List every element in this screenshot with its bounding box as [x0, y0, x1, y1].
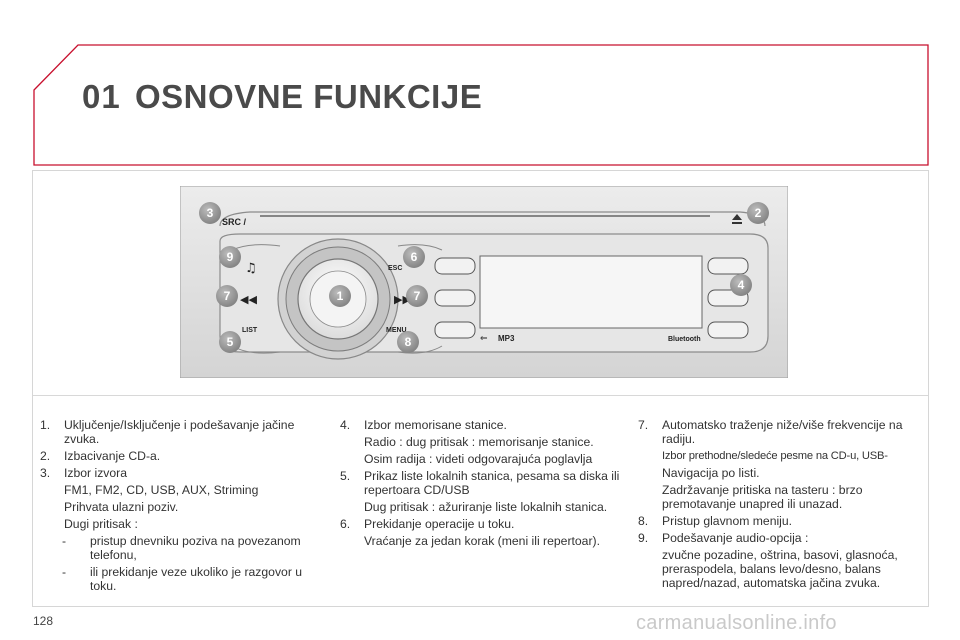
radio-illustration: SRC / ♫ ESC ◀◀ ▶▶ LIST MENU ⇐ MP3 Blueto… — [180, 186, 788, 378]
callout-8: 8 — [397, 331, 419, 353]
display-screen — [479, 255, 703, 329]
legend-sub-text: Radio : dug pritisak : memorisanje stani… — [364, 435, 594, 449]
svg-text:7: 7 — [224, 289, 231, 303]
eject-icon[interactable] — [732, 214, 742, 224]
callout-7-left: 7 — [216, 285, 238, 307]
legend-item-4: 4.Izbor memorisane stanice. — [340, 418, 507, 432]
svg-text:3: 3 — [207, 206, 214, 220]
src-label: SRC / — [222, 217, 247, 227]
svg-text:7: 7 — [414, 289, 421, 303]
legend-column-3: 7.Automatsko traženje niže/više frekvenc… — [638, 418, 923, 593]
legend-item-6: 6.Prekidanje operacije u toku. — [340, 517, 515, 531]
legend-sub-text: Prihvata ulazni poziv. — [64, 500, 179, 514]
svg-text:9: 9 — [227, 250, 234, 264]
callout-6: 6 — [403, 246, 425, 268]
music-note-icon[interactable]: ♫ — [245, 261, 257, 276]
legend-sub-text: Zadržavanje pritiska na tasteru : brzo p… — [662, 483, 863, 511]
bluetooth-label: Bluetooth — [668, 336, 701, 343]
legend-item-2: 2.Izbacivanje CD-a. — [40, 449, 161, 463]
legend-sub-text: Vraćanje za jedan korak (meni ili repert… — [364, 534, 600, 548]
legend-item-8: 8.Pristup glavnom meniju. — [638, 514, 793, 528]
svg-text:2: 2 — [755, 206, 762, 220]
rewind-icon[interactable]: ◀◀ — [240, 293, 257, 306]
legend-item-5: 5.Prikaz liste lokalnih stanica, pesama … — [340, 469, 620, 497]
watermark: carmanualsonline.info — [636, 612, 837, 634]
mp3-label: MP3 — [498, 334, 515, 343]
callout-7-right: 7 — [406, 285, 428, 307]
legend-sub-text: Navigacija po listi. — [662, 466, 760, 480]
menu-label[interactable]: MENU — [386, 327, 407, 334]
chapter-number: 01 — [82, 78, 121, 115]
legend-item-1: 1.Uključenje/Isključenje i podešavanje j… — [40, 418, 295, 446]
page-number: 128 — [33, 614, 54, 628]
usb-icon: ⇐ — [480, 334, 488, 344]
legend-sub-text: Osim radija : videti odgovarajuća poglav… — [364, 452, 593, 466]
content-box — [32, 170, 929, 607]
legend-sub-text: Dugi pritisak : — [64, 517, 138, 531]
svg-text:4: 4 — [738, 278, 745, 292]
legend-column-1: 1.Uključenje/Isključenje i podešavanje j… — [40, 418, 325, 596]
svg-text:8: 8 — [405, 335, 412, 349]
section-divider — [33, 395, 928, 396]
legend-item-9: 9.Podešavanje audio-opcija : — [638, 531, 809, 545]
callout-1: 1 — [329, 285, 351, 307]
svg-text:6: 6 — [411, 250, 418, 264]
svg-text:1: 1 — [337, 289, 344, 303]
header-frame — [33, 44, 929, 166]
callout-2: 2 — [747, 202, 769, 224]
legend-sub-text: Dug pritisak : ažuriranje liste lokalnih… — [364, 500, 608, 514]
legend-sub-text: FM1, FM2, CD, USB, AUX, Striming — [64, 483, 259, 497]
list-label[interactable]: LIST — [242, 327, 258, 334]
legend-sub-text: Izbor prethodne/sledeće pesme na CD-u, U… — [662, 450, 888, 462]
esc-label[interactable]: ESC — [388, 265, 402, 272]
legend-dash-item: -ili prekidanje veze ukoliko je razgovor… — [62, 565, 303, 593]
left-preset-buttons[interactable] — [434, 257, 476, 339]
svg-text:5: 5 — [227, 335, 234, 349]
chapter-title: OSNOVNE FUNKCIJE — [135, 78, 483, 115]
callout-3: 3 — [199, 202, 221, 224]
callout-5: 5 — [219, 331, 241, 353]
callout-9: 9 — [219, 246, 241, 268]
legend-dash-item: -pristup dnevniku poziva na povezanom te… — [62, 534, 301, 562]
callout-4: 4 — [730, 274, 752, 296]
legend-column-2: 4.Izbor memorisane stanice. Radio : dug … — [340, 418, 625, 551]
legend-item-3: 3.Izbor izvora — [40, 466, 127, 480]
legend-item-7: 7.Automatsko traženje niže/više frekvenc… — [638, 418, 903, 446]
right-preset-buttons[interactable] — [707, 257, 749, 339]
legend-sub-text: zvučne pozadine, oštrina, basovi, glasno… — [662, 548, 898, 590]
